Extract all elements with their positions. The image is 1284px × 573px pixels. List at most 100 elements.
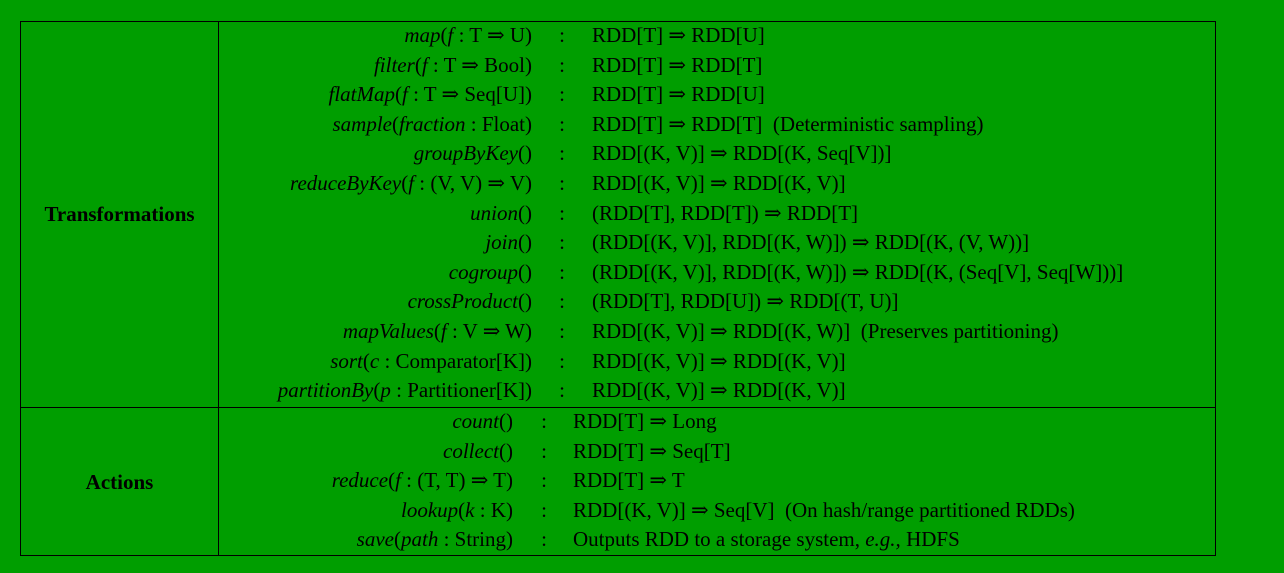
- operation-arg-var: c: [369, 348, 380, 373]
- operation-signature: map(f : T ⇒ U): [219, 21, 532, 51]
- operation-signature: groupByKey(): [219, 139, 532, 169]
- separator-colon: :: [559, 171, 565, 195]
- operation-row: lookup(k : K):RDD[(K, V)] ⇒ Seq[V] (On h…: [219, 496, 1215, 526]
- type-signature: RDD[(K, V)] ⇒ RDD[(K, V)]: [592, 169, 846, 199]
- section-title-actions: Actions: [85, 469, 154, 494]
- operation-row: count(): RDD[T] ⇒ Long: [219, 407, 1215, 437]
- operation-name: groupByKey: [413, 141, 518, 166]
- operation-args-open: (: [362, 348, 370, 373]
- operation-name: map: [404, 23, 441, 47]
- type-signature: RDD[(K, V)] ⇒ RDD[(K, V)]: [592, 376, 846, 406]
- operation-arg-var: f: [440, 319, 447, 343]
- operation-arg-var: f: [421, 52, 428, 77]
- operation-arg-var: f: [408, 171, 415, 195]
- operation-signature: filter(f : T ⇒ Bool): [219, 51, 532, 81]
- operation-name: sample: [332, 111, 393, 136]
- type-signature: (RDD[(K, V)], RDD[(K, W)]) ⇒ RDD[(K, (V,…: [592, 228, 1029, 258]
- operation-name: partitionBy: [277, 378, 374, 403]
- type-signature: RDD[(K, V)] ⇒ RDD[(K, V)]: [592, 347, 846, 377]
- operation-name: mapValues: [342, 319, 434, 343]
- operation-arg-var: f: [447, 23, 454, 47]
- operation-arg-type: : V ⇒ W): [446, 319, 532, 343]
- separator-colon: :: [559, 319, 565, 343]
- operation-name: lookup: [401, 497, 459, 522]
- signature-text: RDD[(K, V)] ⇒ RDD[(K, Seq[V])]: [592, 141, 892, 166]
- operation-args-open: (): [518, 289, 532, 314]
- operation-row: map(f : T ⇒ U): RDD[T] ⇒ RDD[U]: [219, 21, 1215, 51]
- operation-args-open: (: [458, 497, 466, 522]
- operation-arg-type: : (T, T) ⇒ T): [400, 468, 513, 493]
- type-signature: (RDD[(K, V)], RDD[(K, W)]) ⇒ RDD[(K, (Se…: [592, 258, 1123, 288]
- operation-args-open: (): [499, 409, 513, 433]
- operation-arg-var: k: [465, 497, 475, 522]
- operation-name: union: [470, 200, 518, 225]
- type-signature: RDD[(K, V)] ⇒ RDD[(K, W)] (Preserves par…: [592, 317, 1058, 347]
- signature-text: RDD[(K, V)] ⇒ RDD[(K, W)]: [592, 319, 851, 343]
- operation-name: reduce: [331, 468, 389, 493]
- signature-text: (RDD[(K, V)], RDD[(K, W)]) ⇒ RDD[(K, (Se…: [592, 259, 1124, 284]
- signature-text: RDD[T] ⇒ RDD[U]: [592, 82, 765, 107]
- operation-name: join: [485, 230, 518, 255]
- operation-name: flatMap: [328, 82, 396, 107]
- type-signature: RDD[T] ⇒ RDD[U]: [592, 21, 765, 51]
- signature-text: RDD[T] ⇒ RDD[T]: [592, 111, 763, 136]
- separator-colon: :: [559, 230, 565, 255]
- operation-row: filter(f : T ⇒ Bool): RDD[T] ⇒ RDD[T]: [219, 51, 1215, 81]
- signature-text: RDD[T] ⇒ RDD[T]: [592, 52, 763, 77]
- operation-row: sort(c : Comparator[K]):RDD[(K, V)] ⇒ RD…: [219, 347, 1215, 377]
- operation-arg-var: p: [380, 378, 391, 403]
- operation-signature: crossProduct(): [219, 287, 532, 317]
- operation-row: collect():RDD[T] ⇒ Seq[T]: [219, 437, 1215, 467]
- operation-signature: collect(): [219, 437, 513, 467]
- type-signature: RDD[T] ⇒ Long: [573, 407, 717, 437]
- operation-arg-type: : T ⇒ Seq[U]): [407, 82, 532, 107]
- operation-row: save(path : String):Outputs RDD to a sto…: [219, 525, 1215, 555]
- operation-signature: sample(fraction : Float): [219, 110, 533, 140]
- signature-italic: e.g.,: [865, 527, 901, 552]
- operation-signature: partitionBy(p : Partitioner[K]): [219, 376, 532, 406]
- separator-colon: :: [559, 82, 565, 107]
- operation-row: crossProduct():(RDD[T], RDD[U]) ⇒ RDD[(T…: [219, 287, 1215, 317]
- operation-row: groupByKey():RDD[(K, V)] ⇒ RDD[(K, Seq[V…: [219, 139, 1215, 169]
- operation-name: reduceByKey: [290, 171, 402, 195]
- signature-text: Outputs RDD to a storage system,: [573, 527, 866, 552]
- signature-text: RDD[(K, V)] ⇒ RDD[(K, V)]: [592, 378, 846, 403]
- operation-args-open: (: [433, 319, 441, 343]
- separator-colon: :: [559, 23, 565, 47]
- operation-row: reduce(f : (T, T) ⇒ T):RDD[T] ⇒ T: [219, 466, 1215, 496]
- operation-signature: mapValues(f : V ⇒ W): [219, 317, 532, 347]
- operation-arg-type: : Float): [465, 111, 532, 136]
- operation-signature: lookup(k : K): [219, 496, 513, 526]
- type-signature: RDD[T] ⇒ Seq[T]: [573, 437, 731, 467]
- operation-args-open: (: [373, 378, 381, 403]
- operation-name: crossProduct: [407, 289, 518, 314]
- operation-arg-var: f: [402, 82, 408, 107]
- operation-arg-type: : Comparator[K]): [379, 348, 532, 373]
- operation-signature: reduce(f : (T, T) ⇒ T): [219, 466, 513, 496]
- separator-colon: :: [541, 527, 547, 552]
- operation-args-open: (: [395, 82, 402, 107]
- operation-args-open: (: [393, 527, 401, 552]
- operation-args-open: (): [499, 438, 513, 463]
- separator-colon: :: [541, 409, 547, 433]
- operation-arg-type: : (V, V) ⇒ V): [414, 171, 532, 195]
- operation-args-open: (: [440, 23, 448, 47]
- category-divider: [218, 22, 219, 555]
- operation-args-open: (: [388, 468, 396, 493]
- operation-signature: union(): [219, 199, 532, 229]
- operation-name: count: [452, 409, 499, 433]
- type-signature: (RDD[T], RDD[T]) ⇒ RDD[T]: [592, 199, 858, 229]
- operation-row: partitionBy(p : Partitioner[K]):RDD[(K, …: [219, 376, 1215, 406]
- separator-colon: :: [559, 52, 565, 77]
- operation-arg-var: fraction: [399, 111, 466, 136]
- signature-tail: HDFS: [900, 527, 960, 552]
- operation-signature: join(): [219, 228, 532, 258]
- operation-row: mapValues(f : V ⇒ W): RDD[(K, V)] ⇒ RDD[(…: [219, 317, 1215, 347]
- type-signature: RDD[(K, V)] ⇒ RDD[(K, Seq[V])]: [592, 139, 892, 169]
- operation-args-open: (: [414, 52, 422, 77]
- operation-signature: reduceByKey(f : (V, V) ⇒ V): [219, 169, 532, 199]
- operation-args-open: (): [518, 200, 532, 225]
- rdd-operations-table: Transformations Actions map(f : T ⇒ U): R…: [20, 21, 1216, 556]
- section-title-transformations: Transformations: [44, 202, 195, 226]
- operation-name: collect: [443, 438, 499, 463]
